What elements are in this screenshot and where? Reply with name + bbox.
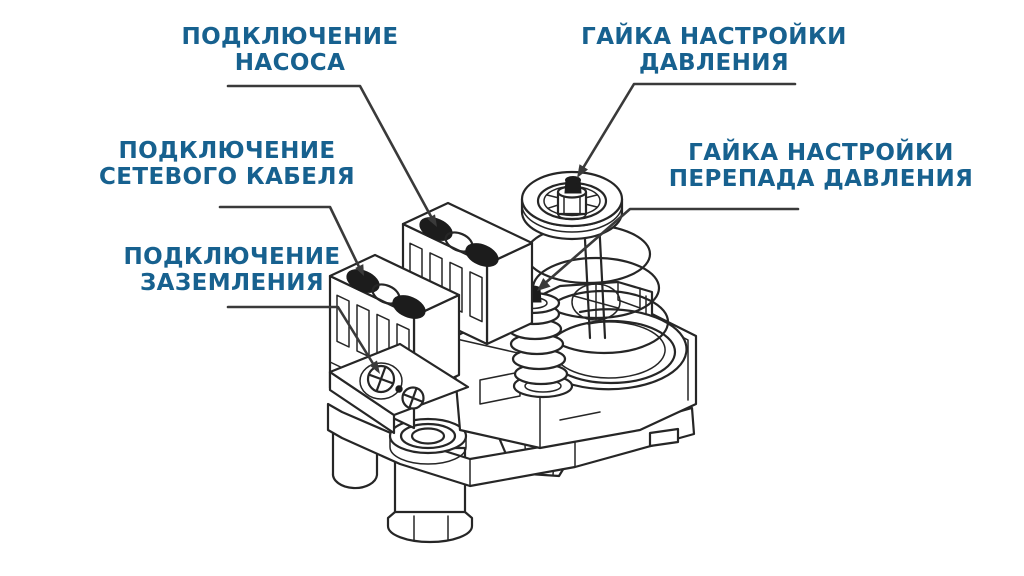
leader-differential-adjust-nut bbox=[537, 207, 800, 291]
label-line: ГАЙКА НАСТРОЙКИ bbox=[581, 24, 847, 50]
leader-power-cable-connection bbox=[218, 205, 364, 276]
leader-ground-connection bbox=[226, 305, 380, 374]
label-line: ПЕРЕПАДА ДАВЛЕНИЯ bbox=[668, 166, 974, 192]
label-pump-connection: ПОДКЛЮЧЕНИЕ НАСОСА bbox=[165, 24, 415, 76]
label-power-cable-connection: ПОДКЛЮЧЕНИЕ СЕТЕВОГО КАБЕЛЯ bbox=[77, 138, 377, 190]
label-differential-adjust-nut: ГАЙКА НАСТРОЙКИ ПЕРЕПАДА ДАВЛЕНИЯ bbox=[636, 140, 1006, 192]
ground-terminal bbox=[328, 342, 470, 435]
pressure-adjust-disc bbox=[520, 170, 624, 241]
label-line: ГАЙКА НАСТРОЙКИ bbox=[688, 140, 954, 166]
label-line: ПОДКЛЮЧЕНИЕ bbox=[181, 24, 399, 50]
label-line: ЗАЗЕМЛЕНИЯ bbox=[139, 270, 325, 296]
label-pressure-adjust-nut: ГАЙКА НАСТРОЙКИ ДАВЛЕНИЯ bbox=[554, 24, 874, 76]
label-line: ПОДКЛЮЧЕНИЕ bbox=[118, 138, 336, 164]
leader-pump-connection bbox=[226, 84, 437, 227]
label-line: СЕТЕВОГО КАБЕЛЯ bbox=[99, 164, 355, 190]
label-line: ДАВЛЕНИЯ bbox=[638, 50, 790, 76]
label-line: НАСОСА bbox=[234, 50, 346, 76]
label-line: ПОДКЛЮЧЕНИЕ bbox=[123, 244, 341, 270]
label-ground-connection: ПОДКЛЮЧЕНИЕ ЗАЗЕМЛЕНИЯ bbox=[102, 244, 362, 296]
mounting-hole bbox=[388, 417, 468, 465]
leader-pressure-adjust-nut bbox=[577, 82, 797, 178]
base-plate bbox=[326, 402, 696, 488]
